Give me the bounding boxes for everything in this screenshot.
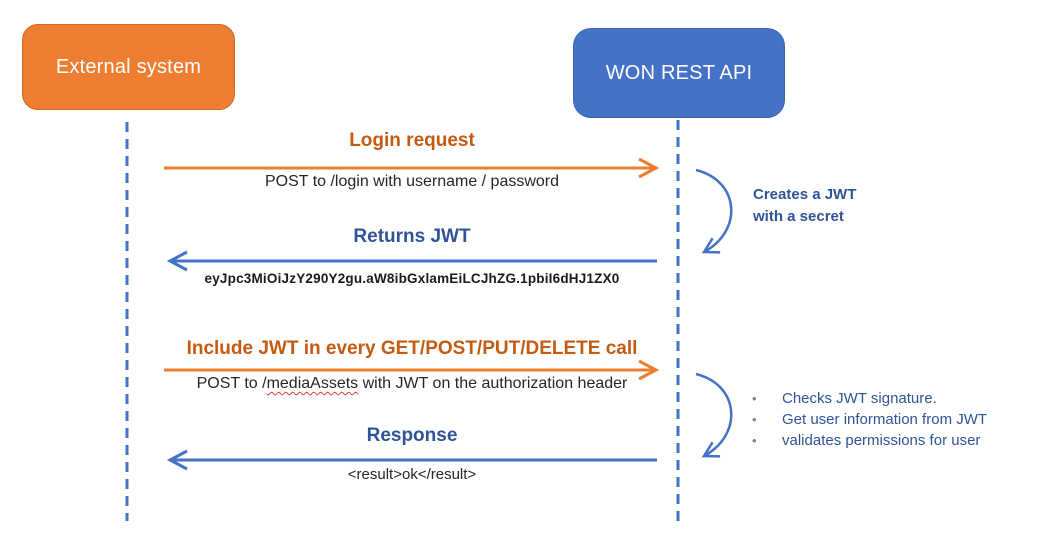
note-creates-jwt-line1: Creates a JWT	[753, 186, 857, 203]
actor-won-rest-api: WON REST API	[573, 28, 785, 118]
message-login-request-title: Login request	[349, 130, 475, 151]
note-checks-list: • Checks JWT signature. • Get user infor…	[748, 388, 987, 451]
note-get-user-info: Get user information from JWT	[782, 411, 988, 428]
bullet-icon: •	[752, 391, 757, 406]
self-loop-checks-jwt	[695, 372, 733, 458]
note-checks-jwt: • Checks JWT signature. • Get user infor…	[748, 388, 987, 451]
note-creates-jwt-line2: with a secret	[753, 208, 844, 225]
subtitle-pre: POST to /	[196, 375, 267, 392]
subtitle-post: with JWT on the authorization header	[358, 375, 628, 392]
note-validates-permissions: validates permissions for user	[782, 432, 981, 449]
message-login-request-subtitle: POST to /login with username / password	[264, 173, 560, 190]
actor-external-system: External system	[22, 24, 235, 110]
actor-external-system-label: External system	[55, 55, 202, 78]
actor-won-rest-api-label: WON REST API	[605, 61, 753, 84]
note-creates-jwt: Creates a JWT with a secret	[753, 184, 856, 228]
message-returns-jwt-token: eyJpc3MiOiJzY290Y2gu.aW8ibGxlamEiLCJhZG.…	[204, 271, 620, 286]
bullet-icon: •	[752, 412, 757, 427]
message-include-jwt-title: Include JWT in every GET/POST/PUT/DELETE…	[186, 338, 638, 359]
list-item: • Get user information from JWT	[748, 409, 987, 430]
message-response-body: <result>ok</result>	[347, 466, 477, 483]
list-item: • validates permissions for user	[748, 430, 987, 451]
message-response-title: Response	[366, 425, 458, 446]
subtitle-mediaassets-spellcheck: mediaAssets	[266, 375, 359, 392]
message-returns-jwt-title: Returns JWT	[353, 226, 471, 247]
note-check-signature: Checks JWT signature.	[782, 390, 937, 407]
self-loop-creates-jwt	[695, 168, 733, 254]
list-item: • Checks JWT signature.	[748, 388, 987, 409]
message-include-jwt-subtitle: POST to /mediaAssets with JWT on the aut…	[165, 375, 659, 393]
bullet-icon: •	[752, 433, 757, 448]
